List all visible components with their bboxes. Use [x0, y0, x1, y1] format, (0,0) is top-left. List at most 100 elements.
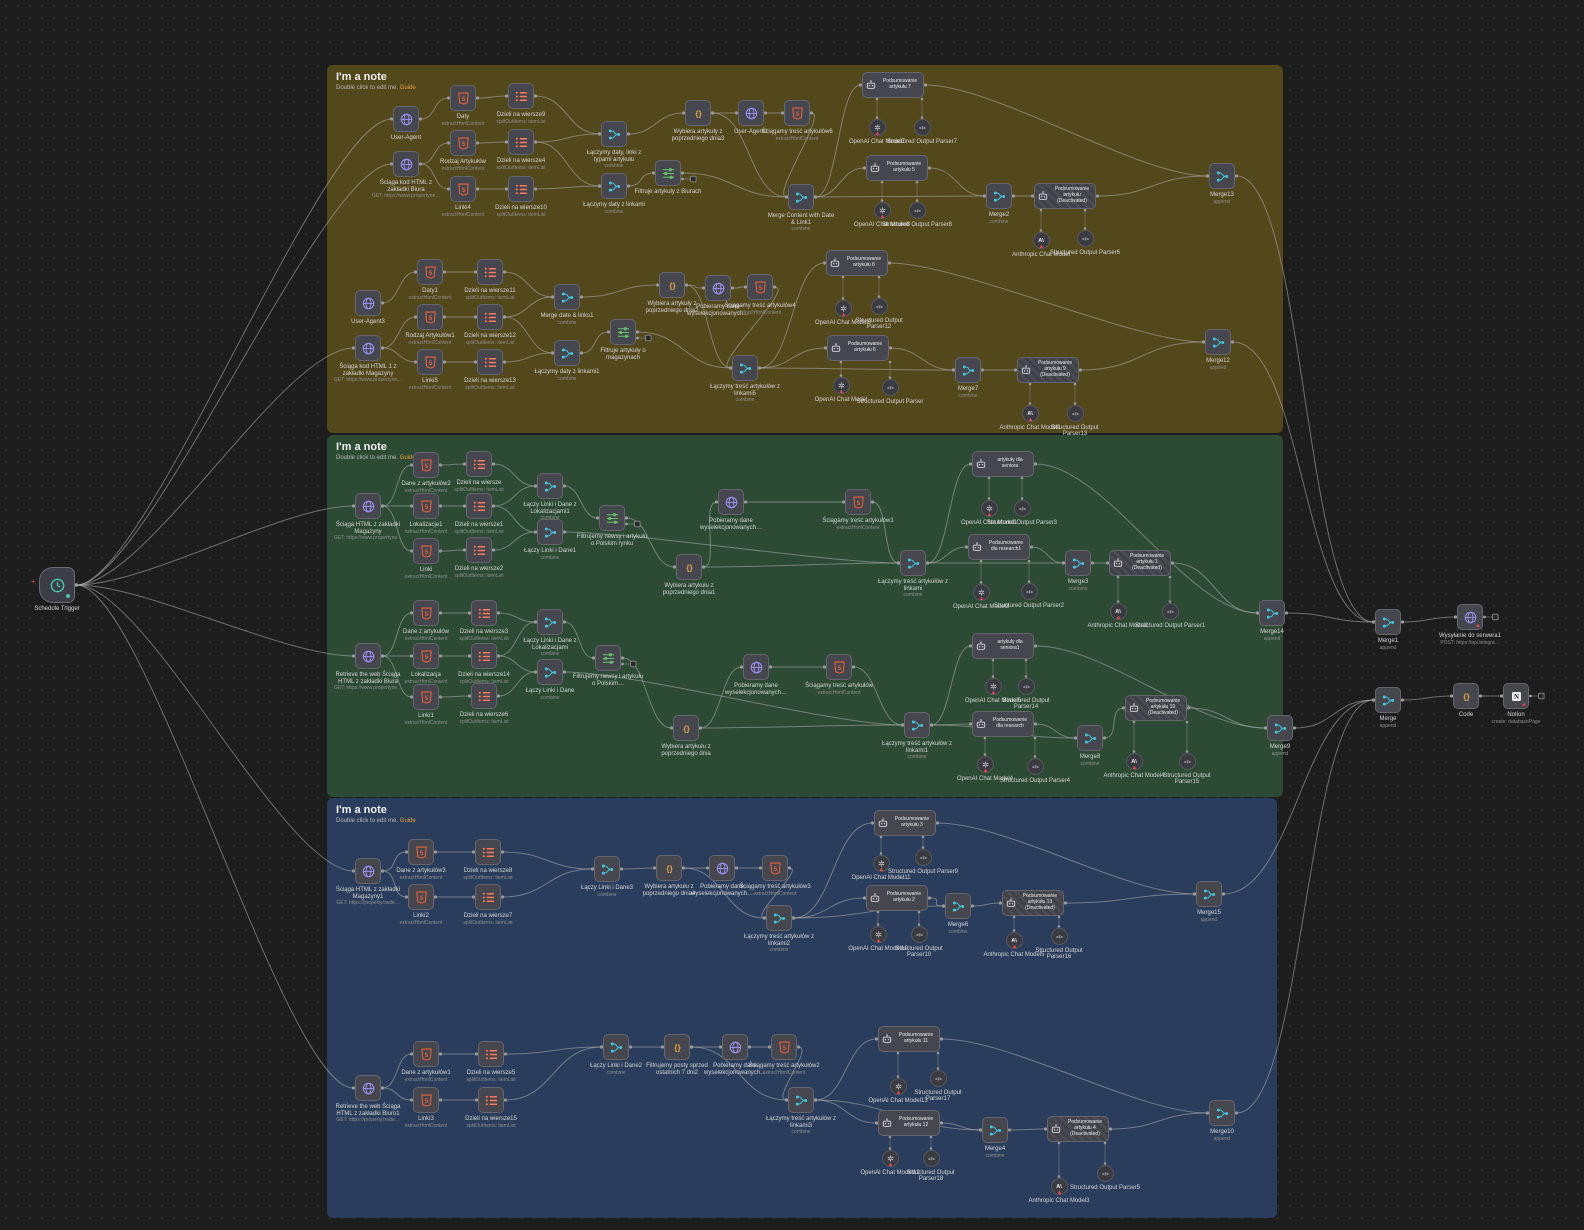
o2-lt5-node[interactable] [732, 355, 758, 381]
r-wys-node[interactable]: ▲ [1457, 604, 1483, 630]
g2-aid10-node[interactable]: Podsumowanie artykułu 10 (Deactivated) [1125, 695, 1187, 721]
g1-m3-node[interactable] [1065, 550, 1091, 576]
o-mc1-node[interactable] [788, 184, 814, 210]
o2-sop13-node[interactable]: </> [1066, 404, 1084, 422]
g1-linki-node[interactable]: 5 [413, 538, 439, 564]
o-aid-node[interactable]: Podsumowanie artykułu (Deactivated) [1034, 183, 1096, 209]
o-ua-node[interactable] [393, 106, 419, 132]
g1-ld1-node[interactable] [537, 519, 563, 545]
g1-sop3-node[interactable]: </> [1013, 499, 1031, 517]
b2-linki3-node[interactable]: 5 [413, 1087, 439, 1113]
note-guide-link[interactable]: Guide [399, 455, 416, 461]
o2-m12-node[interactable] [1205, 329, 1231, 355]
o2-sop-node[interactable]: </> [881, 378, 899, 396]
g2-m8-node[interactable] [1077, 725, 1103, 751]
o-ai7-node[interactable]: Podsumowanie artykułu 7 [862, 72, 924, 98]
g1-dz2-node[interactable] [466, 537, 492, 563]
b1-lt2-node[interactable] [766, 905, 792, 931]
b2-ai12n-node[interactable]: Podsumowanie artykułu 12 [878, 1110, 940, 1136]
b1-dz7-node[interactable] [475, 884, 501, 910]
o-rodzaj-node[interactable]: 5 [450, 130, 476, 156]
o2-aid9-node[interactable]: Podsumowanie artykułu 9 (Deactivated) [1017, 357, 1079, 383]
b2-pob-node[interactable] [722, 1034, 748, 1060]
g2-lt1-node[interactable] [904, 712, 930, 738]
o2-oai-node[interactable]: ▲ [832, 376, 850, 395]
r-notion-node[interactable]: N▲ [1503, 683, 1529, 709]
g1-dane2-node[interactable]: 5 [413, 452, 439, 478]
b2-dz5-node[interactable] [478, 1041, 504, 1067]
note-guide-link[interactable]: Guide [399, 818, 416, 824]
o2-dz12-node[interactable] [477, 304, 503, 330]
b1-m6-node[interactable] [945, 893, 971, 919]
g1-dz-node[interactable] [466, 451, 492, 477]
b1-aid13-node[interactable]: Podsumowanie artykułu 13 (Deactivated) [1002, 890, 1064, 916]
b1-ai2-node[interactable]: Podsumowanie artykułu 2 [866, 885, 928, 911]
g1-sc1-node[interactable]: 5 [845, 489, 871, 515]
g2-oai4-node[interactable]: ▲ [976, 755, 994, 774]
o-linki4-node[interactable]: 5 [450, 176, 476, 202]
b1-ai3-node[interactable]: Podsumowanie artykułu 3 [874, 810, 936, 836]
o-anth-node[interactable]: A\▲ [1032, 231, 1050, 250]
o2-sc4-node[interactable]: 5 [747, 274, 773, 300]
r-m1-node[interactable] [1375, 609, 1401, 635]
b1-oai10-node[interactable]: ▲ [869, 925, 887, 944]
b1-sop16-node[interactable]: </> [1050, 927, 1068, 945]
o-m2-node[interactable] [986, 183, 1012, 209]
r-code-node[interactable]: {} [1453, 683, 1479, 709]
g1-pob-node[interactable] [718, 489, 744, 515]
g2-ais1-node[interactable]: artykuły dla seniora1 [972, 633, 1034, 659]
b2-oai13-node[interactable]: ▲ [889, 1077, 907, 1096]
b1-linki2-node[interactable]: 5 [408, 884, 434, 910]
o2-oai9-node[interactable]: ▲ [834, 299, 852, 318]
g1-aid1-node[interactable]: Podsumowanie artykułu 1 (Deactivated) [1109, 550, 1171, 576]
o-dz10-node[interactable] [508, 176, 534, 202]
b2-sop5-node[interactable]: </> [1096, 1164, 1114, 1182]
b2-m4-node[interactable] [982, 1117, 1008, 1143]
g1-http-node[interactable] [355, 493, 381, 519]
o2-dz11-node[interactable] [477, 259, 503, 285]
o2-wyb2-node[interactable]: {} [659, 272, 685, 298]
b1-dz8-node[interactable] [475, 839, 501, 865]
b2-dz15-node[interactable] [478, 1087, 504, 1113]
o-sop6-node[interactable]: </> [1076, 229, 1094, 247]
o2-ldl1-node[interactable] [554, 340, 580, 366]
b1-sop10-node[interactable]: </> [910, 925, 928, 943]
g2-dz3-node[interactable] [471, 600, 497, 626]
o-oai8-node[interactable]: ▲ [873, 201, 891, 220]
g2-sop14-node[interactable]: </> [1017, 677, 1035, 695]
o-sop7-node[interactable]: </> [913, 118, 931, 136]
b2-ld2-node[interactable] [603, 1034, 629, 1060]
o2-daty1-node[interactable]: 5 [417, 259, 443, 285]
g2-ld-node[interactable] [537, 659, 563, 685]
o-goga-node[interactable] [393, 151, 419, 177]
b2-aid4-node[interactable]: Podsumowanie artykułu 4 (Deactivated) [1047, 1116, 1109, 1142]
o-m13-node[interactable] [1209, 163, 1235, 189]
b2-anth3-node[interactable]: A\▲ [1050, 1177, 1068, 1196]
g2-air-node[interactable]: Podsumowanie dla research [972, 711, 1034, 737]
b1-sop9-node[interactable]: </> [914, 848, 932, 866]
g1-air1-node[interactable]: Podsumowanie dla research1 [968, 534, 1030, 560]
g2-http-node[interactable] [355, 643, 381, 669]
t1-node[interactable]: + [31, 567, 75, 603]
g2-m9-node[interactable] [1267, 715, 1293, 741]
g1-oai1-node[interactable]: ▲ [980, 499, 998, 518]
o-daty-node[interactable]: 5 [450, 85, 476, 111]
g1-ais-node[interactable]: artykuły dla seniora [972, 451, 1034, 477]
g1-anth1-node[interactable]: A\▲ [1109, 602, 1127, 621]
b2-filtr2-node[interactable]: {} [664, 1034, 690, 1060]
g2-dane-node[interactable]: 5 [413, 600, 439, 626]
b2-lt3-node[interactable] [788, 1087, 814, 1113]
g1-sop1-node[interactable]: </> [1161, 602, 1179, 620]
g2-dz14-node[interactable] [471, 643, 497, 669]
b2-m10-node[interactable] [1209, 1100, 1235, 1126]
g1-lt-node[interactable] [900, 550, 926, 576]
o2-goga-node[interactable] [355, 335, 381, 361]
b1-pob-node[interactable] [709, 855, 735, 881]
note-guide-link[interactable]: Guide [399, 85, 416, 91]
g1-dz1-node[interactable] [466, 493, 492, 519]
g1-m14-node[interactable] [1259, 600, 1285, 626]
b1-sc3-node[interactable]: 5 [762, 855, 788, 881]
g1-wyb1-node[interactable]: {} [676, 554, 702, 580]
